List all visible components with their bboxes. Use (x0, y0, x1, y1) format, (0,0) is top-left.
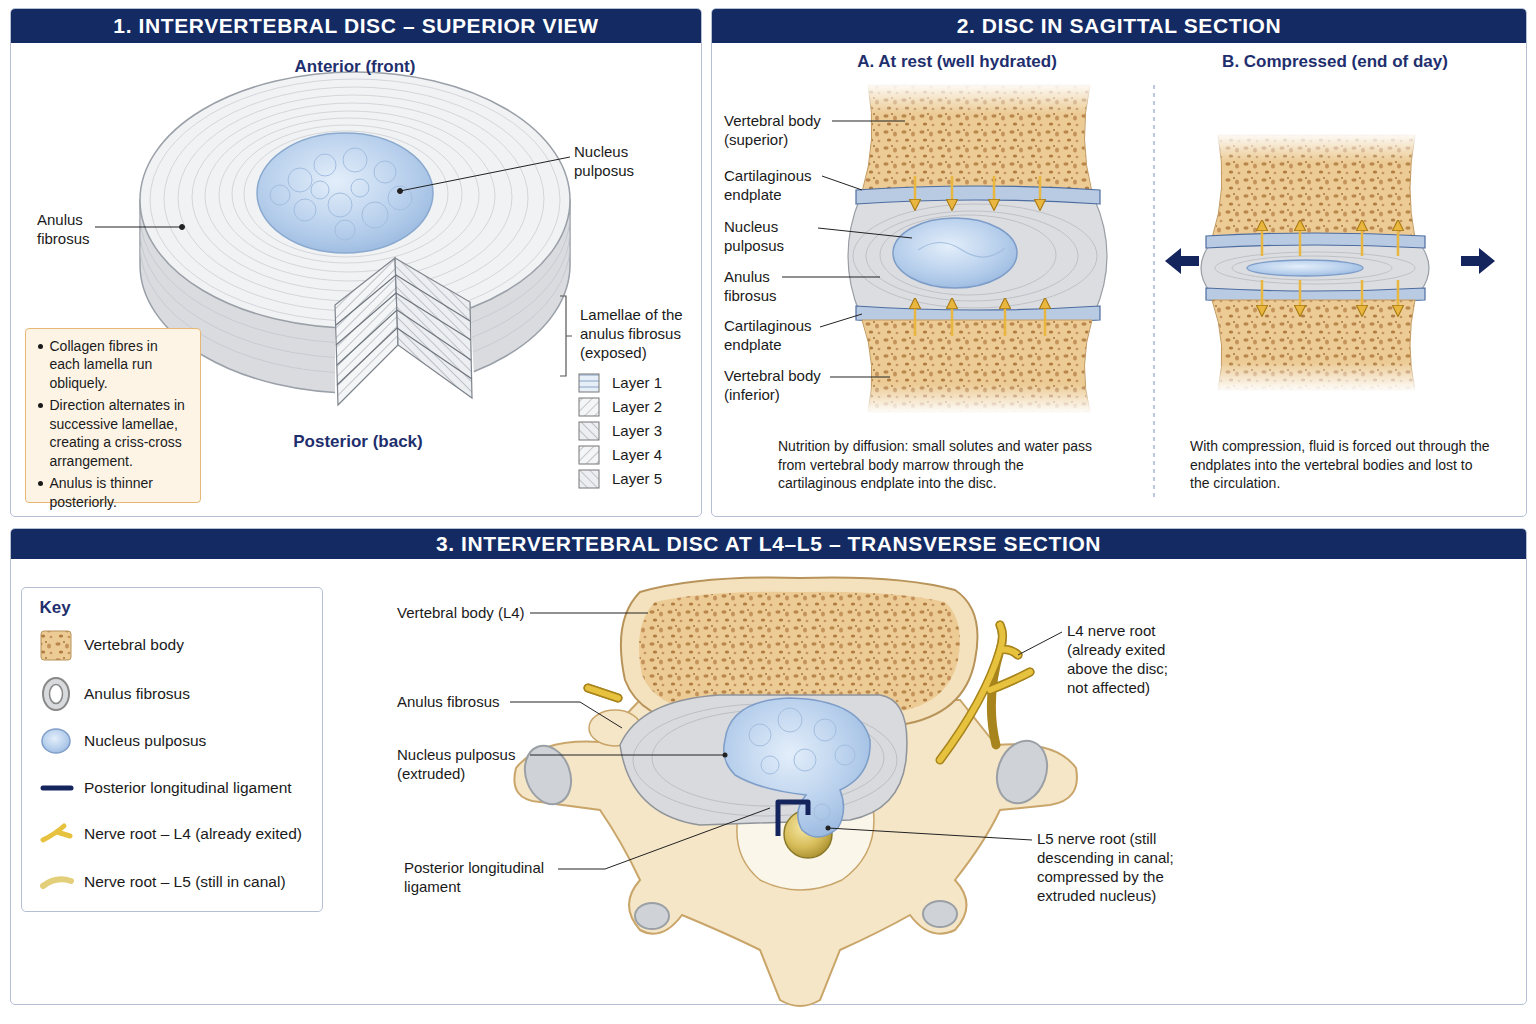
legend-text: Vertebral body (84, 635, 184, 654)
view-heading: Anterior (front) (280, 57, 430, 76)
key-box: KeyVertebral bodyAnulus fibrosusNucleus … (21, 587, 323, 912)
part-label: Layer 1 (612, 373, 682, 392)
caption-note: With compression, fluid is forced out th… (1190, 437, 1495, 493)
key-heading: Key (40, 598, 71, 618)
legend-text: Nerve root – L5 (still in canal) (84, 872, 286, 891)
part-label: Layer 5 (612, 469, 682, 488)
part-label: Vertebral body (superior) (724, 111, 834, 149)
note-box: Collagen fibres in each lamella run obli… (25, 328, 201, 503)
part-label: L5 nerve root (still descending in canal… (1037, 829, 1175, 905)
part-label: Nucleus pulposus (724, 217, 824, 255)
view-heading: Posterior (back) (278, 432, 438, 451)
legend-text: Anulus fibrosus (84, 684, 190, 703)
note-bullet: Direction alternates in successive lamel… (36, 396, 192, 470)
caption-note: Nutrition by diffusion: small solutes an… (778, 437, 1096, 493)
legend-text: Posterior longitudinal ligament (84, 778, 292, 797)
part-label: Cartilaginous endplate (724, 316, 829, 354)
part-label: Cartilaginous endplate (724, 166, 829, 204)
panel-header: 1. INTERVERTEBRAL DISC – SUPERIOR VIEW (11, 9, 701, 43)
part-label: Layer 2 (612, 397, 682, 416)
part-label: Vertebral body (L4) (397, 603, 557, 622)
part-label: Layer 4 (612, 445, 682, 464)
part-label: Posterior longitudinal ligament (404, 858, 569, 896)
part-label: Nucleus pulposus (extruded) (397, 745, 527, 783)
part-label: Anulus fibrosus (397, 692, 537, 711)
part-label: L4 nerve root (already exited above the … (1067, 621, 1179, 697)
panel-header: 3. INTERVERTEBRAL DISC AT L4–L5 – TRANSV… (11, 529, 1526, 559)
panel: 3. INTERVERTEBRAL DISC AT L4–L5 – TRANSV… (10, 528, 1527, 1005)
part-label: Anulus fibrosus (37, 210, 112, 248)
legend-text: Nucleus pulposus (84, 731, 206, 750)
part-label: Lamellae of the anulus fibrosus (exposed… (580, 305, 700, 362)
view-heading: A. At rest (well hydrated) (822, 52, 1092, 71)
part-label: Nucleus pulposus (574, 142, 654, 180)
part-label: Layer 3 (612, 421, 682, 440)
part-label: Vertebral body (inferior) (724, 366, 834, 404)
note-bullet: Collagen fibres in each lamella run obli… (36, 337, 192, 393)
part-label: Anulus fibrosus (724, 267, 824, 305)
panel-header: 2. DISC IN SAGITTAL SECTION (712, 9, 1526, 43)
note-bullet: Anulus is thinner posteriorly. (36, 474, 192, 511)
legend-text: Nerve root – L4 (already exited) (84, 824, 302, 843)
view-heading: B. Compressed (end of day) (1200, 52, 1470, 71)
